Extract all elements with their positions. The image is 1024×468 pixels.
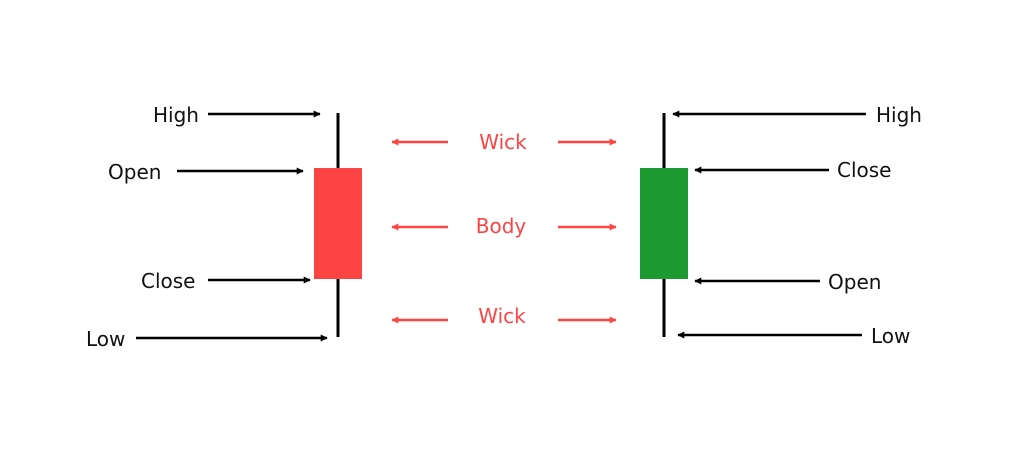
bullish-close-label: Close: [837, 158, 891, 182]
center-annotations: Wick Body Wick: [391, 130, 617, 328]
bullish-open-label: Open: [828, 270, 881, 294]
upper-wick-label: Wick: [479, 130, 527, 154]
bearish-high-label: High: [153, 103, 199, 127]
bearish-open-label: Open: [108, 160, 161, 184]
bearish-close-label: Close: [141, 269, 195, 293]
bearish-body: [314, 168, 362, 279]
bullish-low-label: Low: [871, 324, 910, 348]
bullish-high-label: High: [876, 103, 922, 127]
bullish-candle: High Close Open Low: [640, 103, 922, 348]
bullish-body: [640, 168, 688, 279]
body-label: Body: [476, 214, 527, 238]
lower-wick-label: Wick: [478, 304, 526, 328]
bearish-candle: High Open Close Low: [86, 103, 362, 351]
bearish-low-label: Low: [86, 327, 125, 351]
